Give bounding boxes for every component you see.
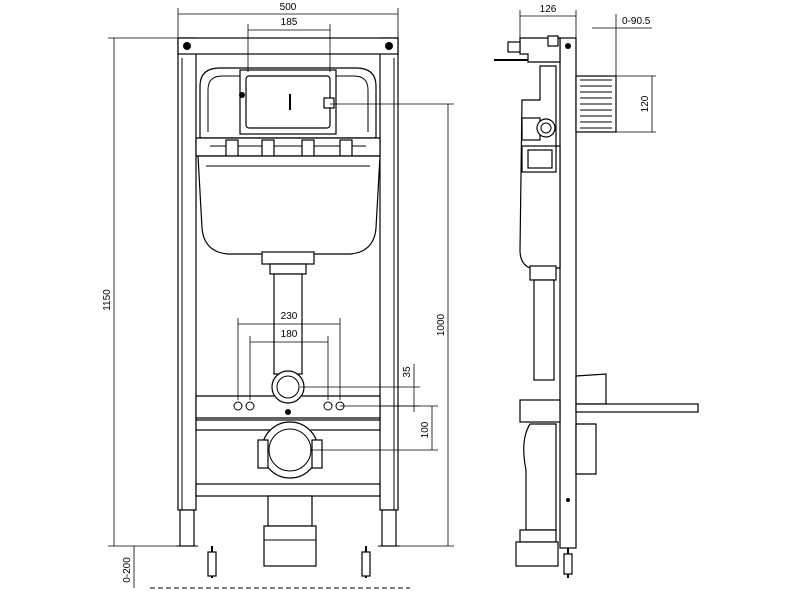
side-view — [494, 35, 699, 578]
cistern-tank — [197, 155, 381, 255]
side-anchor-bolt-icon — [563, 548, 573, 578]
dim-wall-adjust: 0-90.5 — [622, 16, 651, 27]
bolt-icon — [245, 401, 255, 411]
bolt-icon — [233, 401, 243, 411]
dim-inlet-offset: 35 — [402, 366, 413, 378]
front-dimensions: 500 185 1150 0-200 1000 230 180 35 — [102, 2, 454, 588]
flush-valve-icon — [323, 97, 335, 109]
anchor-bolt-icon — [361, 546, 371, 578]
frame-left-post — [177, 37, 197, 511]
side-valve-icon — [536, 118, 556, 138]
side-flush-pipe — [533, 279, 555, 381]
dim-box-height: 120 — [640, 95, 651, 112]
frame-top-crossbar — [177, 37, 399, 55]
dim-outlet-offset: 100 — [420, 421, 431, 438]
waste-pipe — [263, 525, 317, 567]
side-frame-post — [559, 37, 577, 549]
dim-flush-height: 1000 — [436, 313, 447, 336]
mounting-bracket — [195, 395, 381, 419]
mount-hole-icon — [183, 42, 191, 50]
frame-right-post — [379, 37, 399, 511]
bolt-icon — [323, 401, 333, 411]
dim-cistern-width: 185 — [281, 17, 298, 28]
dim-bolt-spacing-outer: 230 — [281, 311, 298, 322]
side-support-bracket — [519, 399, 561, 423]
mount-hole-icon — [385, 42, 393, 50]
anchor-bolt-icon — [207, 546, 217, 578]
dim-frame-width: 500 — [280, 2, 297, 13]
flush-plate — [245, 75, 331, 129]
front-view — [150, 37, 410, 589]
dim-bolt-spacing-inner: 180 — [281, 329, 298, 340]
side-waste-elbow — [523, 423, 557, 531]
dim-total-height: 1150 — [102, 289, 113, 311]
side-dimensions: 126 0-90.5 120 — [519, 4, 656, 133]
dim-leg-adjust: 0-200 — [122, 557, 133, 583]
dim-depth: 126 — [540, 4, 557, 15]
waste-outlet — [261, 421, 319, 479]
